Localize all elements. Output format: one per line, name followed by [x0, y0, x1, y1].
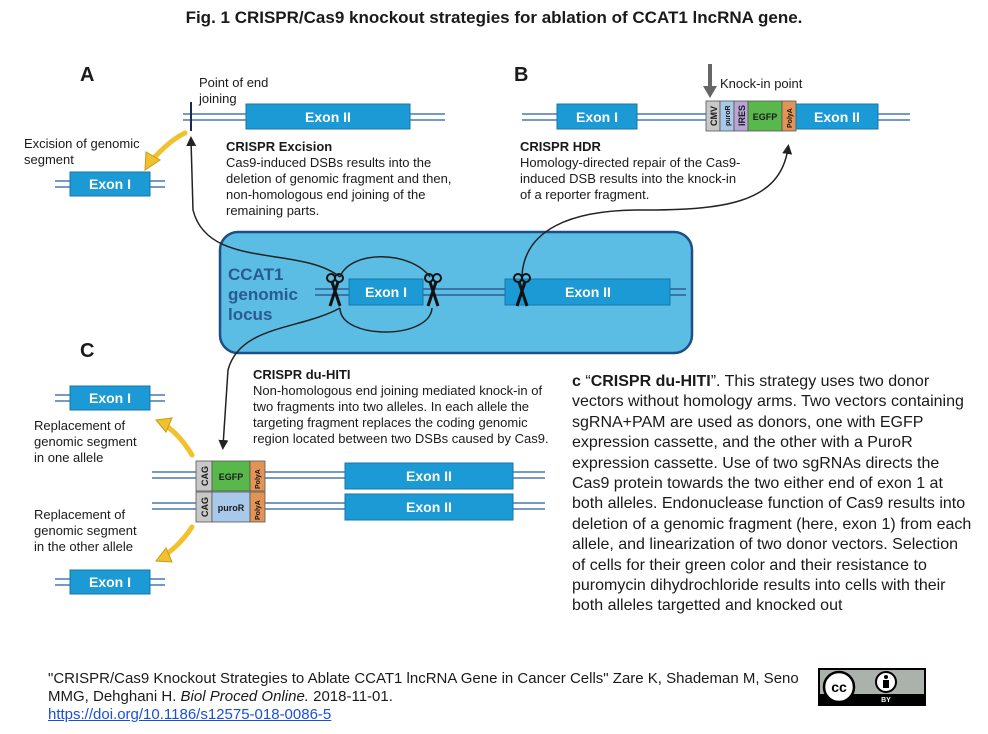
panel-c-exon1-bottom: Exon I — [55, 569, 165, 595]
figure-description: c “CRISPR du-HITI”. This strategy uses t… — [572, 372, 972, 617]
panel-a-exon2-box — [245, 103, 411, 130]
duhiti-body: Non-homologous end joining mediated knoc… — [253, 383, 549, 446]
allele2-exon2-label: Exon II — [406, 499, 452, 515]
excision-arrow — [149, 130, 188, 163]
ires-label: IRES — [737, 105, 747, 126]
panel-b-exon1-box — [556, 103, 638, 130]
arrow-to-hdr — [521, 144, 793, 276]
cag-label-1: CAG — [200, 466, 210, 486]
locus-exon2-box — [504, 278, 671, 306]
end-joining-label: Point of end joining — [199, 75, 269, 106]
arrow-to-excision — [186, 136, 341, 278]
duhiti-heading: CRISPR du-HITI — [253, 367, 351, 382]
locus-exon1-label: Exon I — [365, 284, 407, 300]
excision-heading: CRISPR Excision — [226, 139, 333, 154]
cc-by-badge[interactable]: cc BY — [818, 668, 926, 706]
locus-exon1-box — [348, 278, 424, 306]
puror-label-c: puroR — [218, 503, 245, 513]
scissors-icon — [424, 273, 442, 307]
allele1-exon2-label: Exon II — [406, 468, 452, 484]
polya-label-c2: PolyA — [255, 500, 262, 520]
panel-c-exon1-top-label: Exon I — [89, 390, 131, 406]
knockin-label: Knock-in point — [720, 76, 803, 91]
cmv-label: CMV — [709, 106, 719, 126]
excision-label: Excision of genomic segment — [24, 136, 140, 167]
panel-b-letter: B — [514, 64, 529, 86]
egfp-label-b: EGFP — [753, 112, 778, 122]
hdr-body: Homology-directed repair of the Cas9- in… — [520, 155, 741, 202]
locus-label-line2: genomic — [228, 285, 298, 304]
figure-title: Fig. 1 CRISPR/Cas9 knockout strategies f… — [185, 8, 803, 27]
panel-a-letter: A — [80, 64, 95, 86]
panel-b-exon1-label: Exon I — [576, 109, 618, 125]
panel-a-exon1-label: Exon I — [89, 176, 131, 192]
description-strong: CRISPR du-HITI — [590, 373, 711, 390]
description-open-quote: “ — [580, 373, 591, 390]
allele-1: CAG EGFP PolyA Exon II — [152, 460, 545, 492]
arrow-to-duhiti — [218, 307, 341, 450]
ccat1-locus-box — [218, 230, 694, 355]
panel-b-construct: Exon I CMV puroR IRES EGFP PolyA Exon II — [522, 100, 910, 132]
citation-journal: Biol Proced Online. — [180, 688, 309, 705]
panel-a-excised: Exon I — [55, 171, 165, 197]
replace-one-arrow — [162, 422, 195, 458]
scissors-icon — [326, 273, 344, 307]
allele-2: CAG puroR PolyA Exon II — [152, 491, 545, 523]
excision-body: Cas9-induced DSBs results into the delet… — [226, 155, 452, 218]
panel-c-letter: C — [80, 340, 95, 362]
hdr-heading: CRISPR HDR — [520, 139, 601, 154]
replace-other-arrow — [162, 524, 195, 558]
citation-doi-link[interactable]: https://doi.org/10.1186/s12575-018-0086-… — [48, 706, 332, 723]
puror-small-label: puroR — [725, 105, 732, 126]
scissors-icon — [513, 273, 531, 307]
panel-b-exon2-label: Exon II — [814, 109, 860, 125]
replace-one-label: Replacement of genomic segment in one al… — [34, 418, 137, 465]
panel-a-construct: Exon II — [183, 102, 445, 131]
cc-icon: cc BY — [820, 670, 924, 704]
locus-exon2-label: Exon II — [565, 284, 611, 300]
cag-label-2: CAG — [200, 497, 210, 517]
locus-label-line1: CCAT1 — [228, 265, 283, 284]
panel-c-exon1-top: Exon I — [55, 385, 165, 411]
polya-label-c1: PolyA — [255, 469, 262, 489]
by-text: BY — [881, 697, 891, 704]
panel-a-exon2-label: Exon II — [305, 109, 351, 125]
polya-label-b: PolyA — [787, 108, 794, 128]
citation: "CRISPR/Cas9 Knockout Strategies to Abla… — [48, 670, 808, 724]
panel-a-exon1-box — [69, 171, 151, 197]
egfp-label-c: EGFP — [219, 472, 244, 482]
cc-text: cc — [831, 679, 847, 695]
citation-text: "CRISPR/Cas9 Knockout Strategies to Abla… — [48, 670, 799, 705]
description-text: ”. This strategy uses two donor vectors … — [572, 373, 972, 615]
description-prefix: c — [572, 373, 581, 390]
panel-b-exon2-box — [795, 103, 879, 130]
replace-other-label: Replacement of genomic segment in the ot… — [34, 507, 137, 554]
citation-date: 2018-11-01. — [308, 688, 393, 705]
panel-c-exon1-bottom-label: Exon I — [89, 574, 131, 590]
locus-label-line3: locus — [228, 305, 272, 324]
